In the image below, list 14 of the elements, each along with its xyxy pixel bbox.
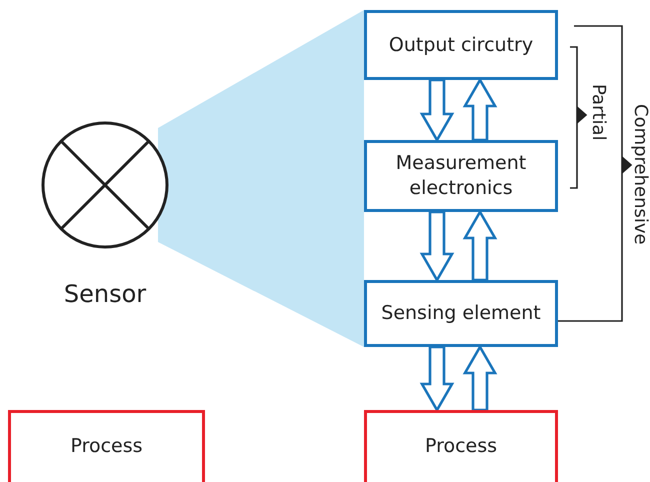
sensor-label: Sensor xyxy=(64,280,146,308)
stage-box: Measurement electronics xyxy=(364,140,558,212)
bracket-label: Comprehensive xyxy=(630,104,650,245)
block-arrow xyxy=(420,210,454,283)
block-arrow xyxy=(462,77,498,142)
block-arrow xyxy=(462,209,498,282)
process-box: Process xyxy=(364,410,558,482)
stage-box: Output circutry xyxy=(364,10,558,80)
process-box: Process xyxy=(8,410,205,482)
stage-box: Sensing element xyxy=(364,280,558,347)
bracket-label: Partial xyxy=(588,84,609,141)
block-arrow xyxy=(420,346,454,413)
block-arrow xyxy=(420,78,454,143)
block-arrow xyxy=(462,344,498,412)
